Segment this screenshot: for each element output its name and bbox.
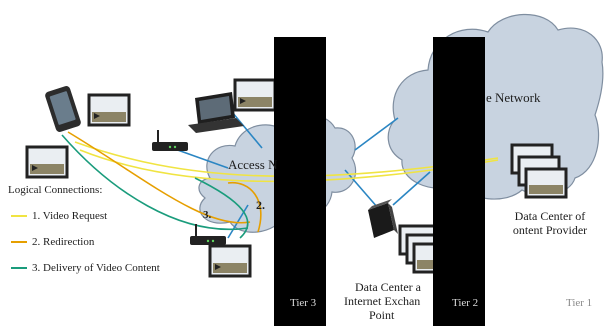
dc-provider-line2: ontent Provider <box>512 223 588 237</box>
legend-title: Logical Connections: <box>8 184 103 196</box>
tier3-label: Tier 3 <box>290 297 317 309</box>
tier1-label: Tier 1 <box>566 297 593 309</box>
video-request-curve-phone <box>74 141 499 178</box>
router2-to-access-link <box>227 204 249 239</box>
physical-links <box>171 111 431 239</box>
video-thumbnail-icon <box>87 93 131 127</box>
video-thumbnail-icon <box>208 244 252 278</box>
legend-item-video-request: 1. Video Request <box>32 210 108 222</box>
legend-item-redirection: 2. Redirection <box>32 236 95 248</box>
redirection-curve-2 <box>227 181 262 233</box>
video-request-curve-tv <box>79 149 499 183</box>
dc-ixp-line1: Data Center a <box>355 280 421 294</box>
router-to-access-link <box>171 147 229 169</box>
video-thumbnail-icon <box>25 145 69 179</box>
provider-network-label: e Network <box>486 90 541 105</box>
delivery-curve-2 <box>194 177 249 239</box>
server-icon <box>368 199 398 238</box>
dc-ixp-line2: Internet Exchan <box>344 294 421 308</box>
legend-swatches <box>11 215 27 269</box>
delivery-curve-1 <box>61 134 249 231</box>
tier2-label: Tier 2 <box>452 297 479 309</box>
laptop-icon <box>188 92 244 133</box>
smartphone-icon <box>45 86 81 132</box>
laptop-to-access-link <box>231 111 263 149</box>
access-to-ixp-link <box>344 169 379 209</box>
dc-ixp-line3: Point <box>369 308 395 322</box>
video-thumbnail-icon <box>233 78 277 112</box>
video-thumbnail-icon <box>524 167 568 199</box>
step-3-label: 3. <box>203 209 212 221</box>
logical-connection-curves <box>61 131 499 239</box>
step-2-label: 2. <box>256 198 265 212</box>
tier3-redaction-bar <box>274 37 326 326</box>
dc-provider-line1: Data Center of <box>514 209 586 223</box>
ixp-to-provider-link <box>392 171 431 206</box>
redirection-curve-1 <box>67 131 251 224</box>
router-icon <box>152 130 188 151</box>
router-icon-2 <box>190 224 226 245</box>
access-network-label: Access N <box>228 157 278 172</box>
tier2-redaction-bar <box>433 37 485 326</box>
legend-item-delivery: 3. Delivery of Video Content <box>32 262 160 274</box>
access-to-provider-link <box>354 117 399 151</box>
